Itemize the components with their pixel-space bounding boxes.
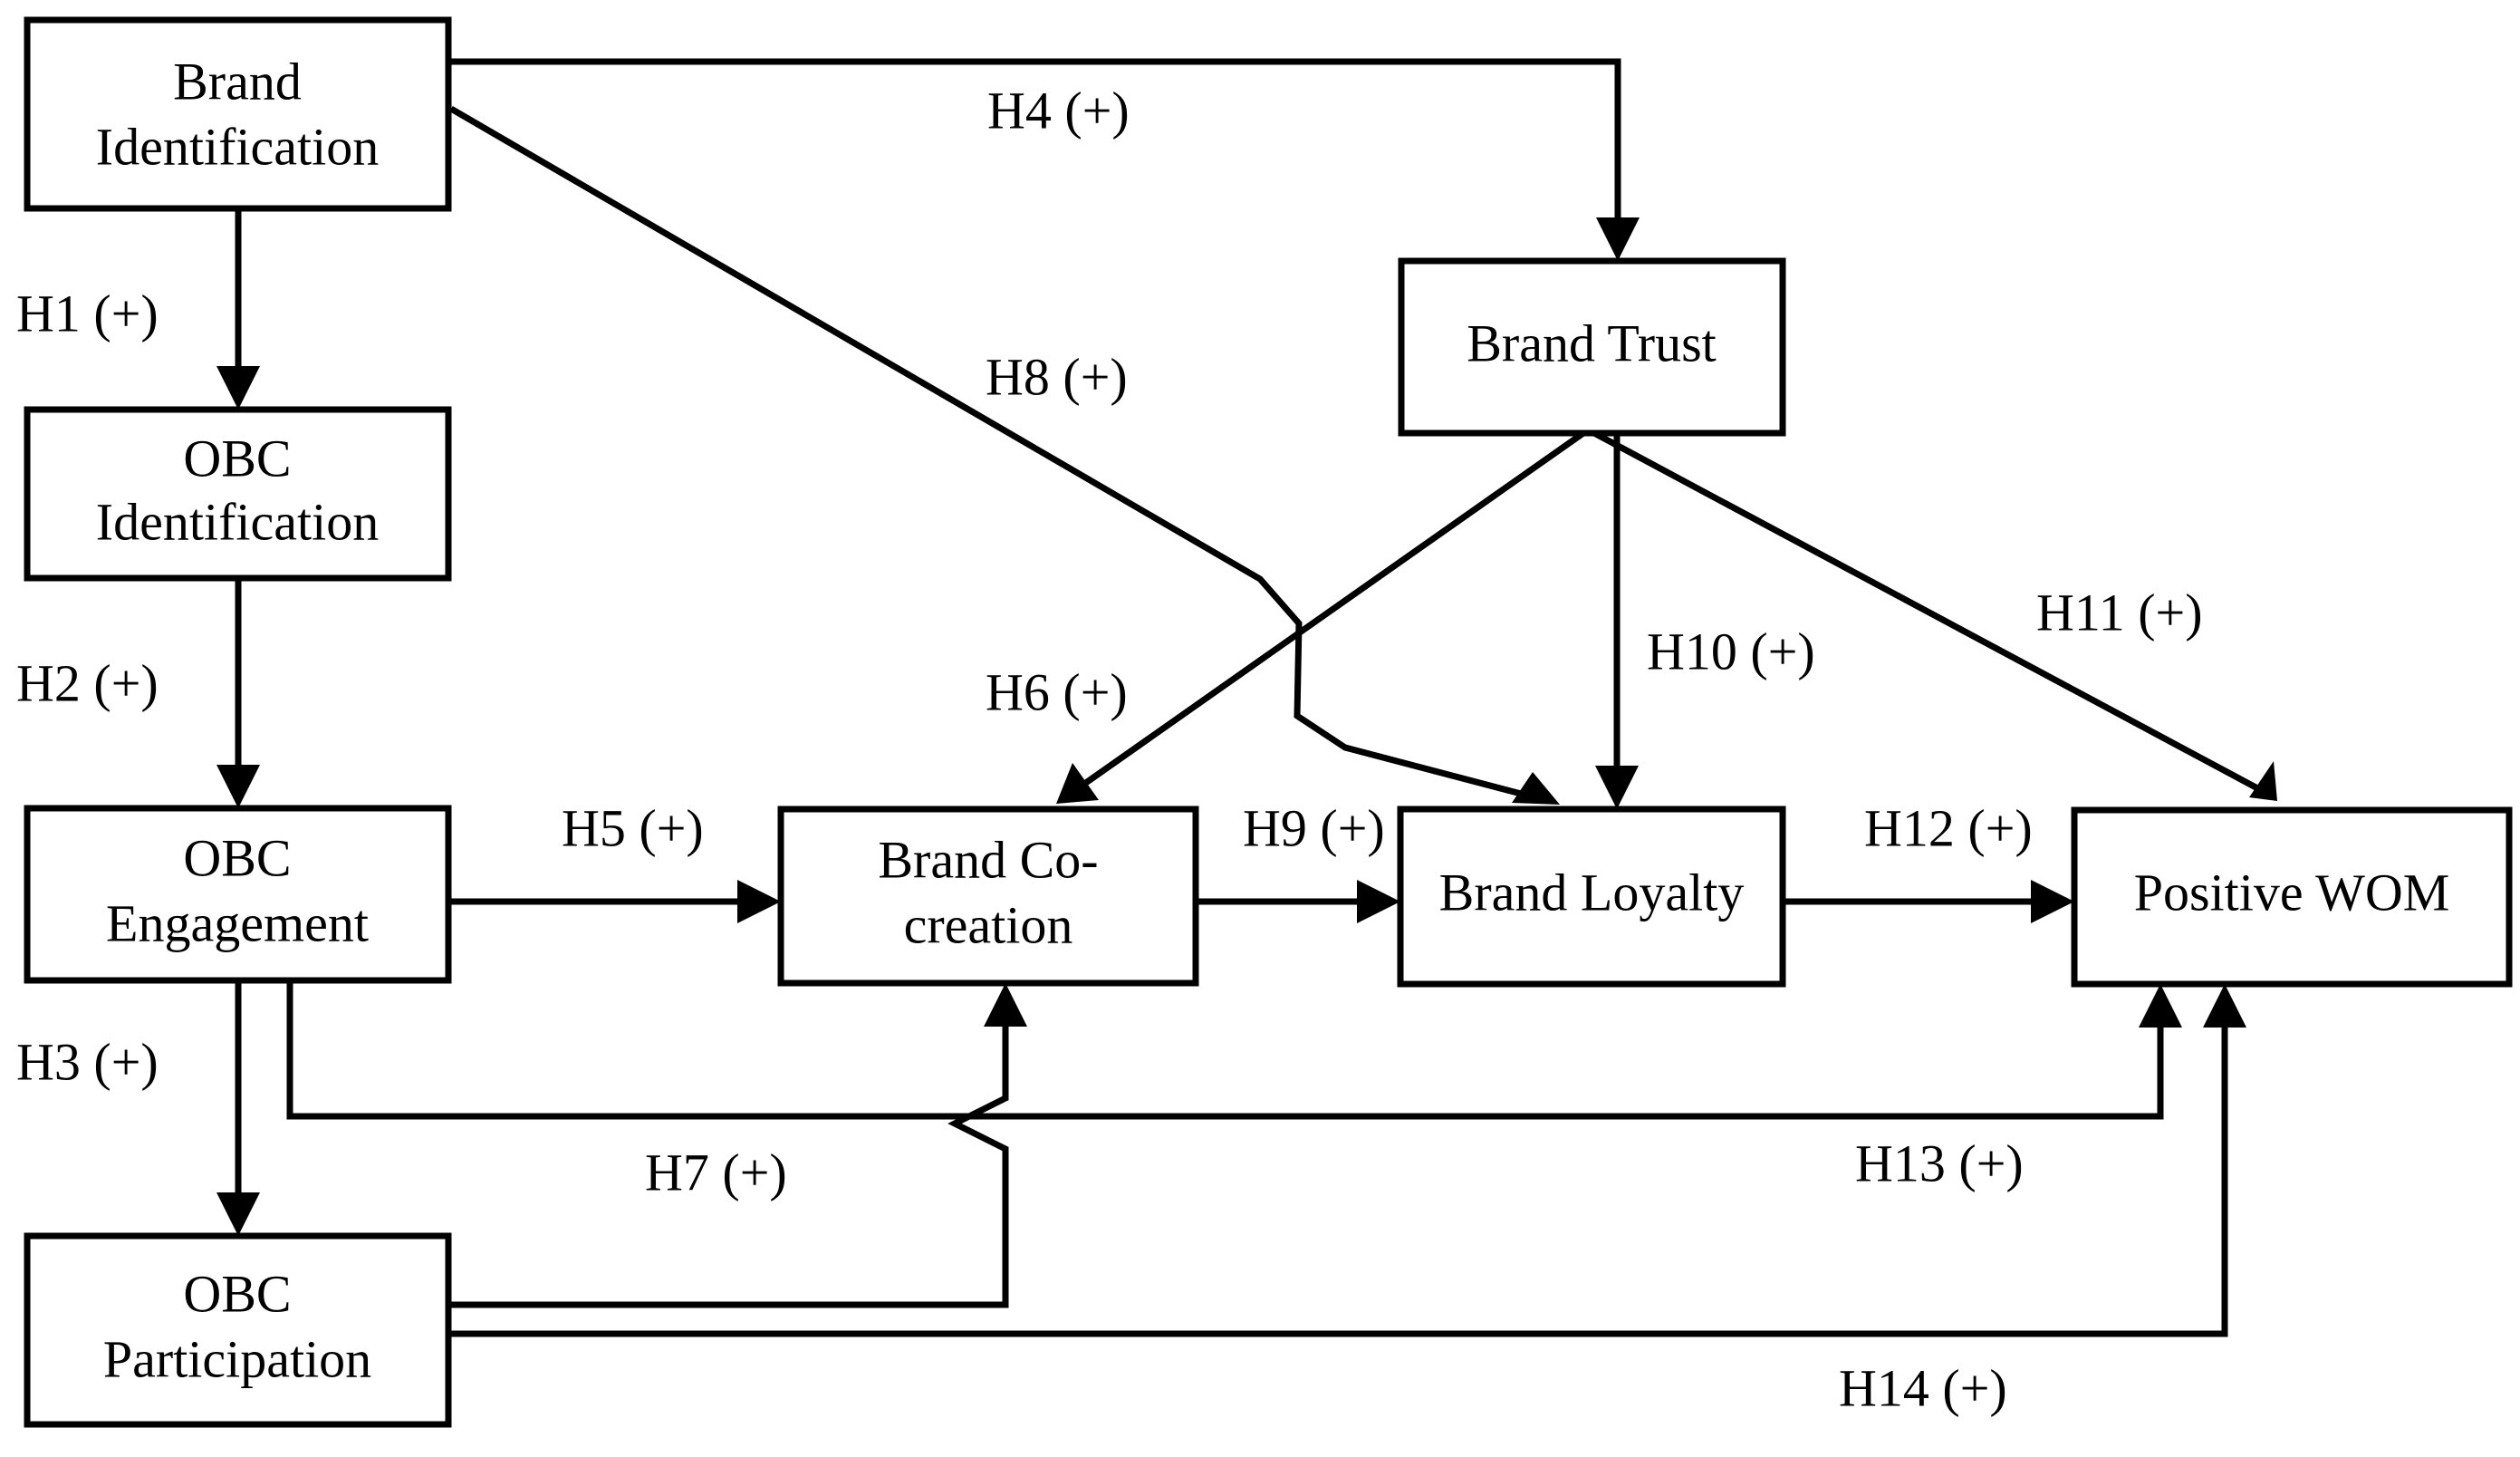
- edge-label-h14: H14 (+): [1839, 1358, 2007, 1417]
- node-obc-identification-box[interactable]: [24, 406, 452, 582]
- node-obc-engagement-label-line2: Engagement: [106, 893, 369, 952]
- edge-h2: [216, 578, 260, 808]
- node-brand-identification[interactable]: Brand Identification: [24, 16, 452, 212]
- node-brand-trust[interactable]: Brand Trust: [1398, 257, 1786, 437]
- edge-h7-line: [448, 1019, 1009, 1308]
- edge-h13-line: [286, 980, 2164, 1120]
- edge-h11: [1592, 429, 2277, 801]
- edge-h14: [448, 984, 2246, 1337]
- edge-label-h5: H5 (+): [562, 798, 704, 857]
- edge-h6-arrowhead: [1056, 763, 1099, 804]
- edge-h9-arrowhead: [1357, 880, 1400, 923]
- edge-label-h2: H2 (+): [16, 653, 159, 712]
- edge-h11-line: [1592, 429, 2263, 794]
- edge-h3-arrowhead: [216, 1192, 260, 1236]
- node-brand-cocreation[interactable]: Brand Co- creation: [777, 806, 1199, 987]
- node-obc-identification-label-line2: Identification: [96, 492, 379, 551]
- node-brand-cocreation-box[interactable]: [777, 806, 1199, 987]
- node-obc-participation-label-line1: OBC: [183, 1264, 291, 1323]
- node-brand-trust-label: Brand Trust: [1467, 314, 1717, 372]
- edge-h6-line: [1069, 430, 1586, 796]
- edge-label-h4: H4 (+): [987, 81, 1130, 140]
- edge-h4-arrowhead: [1596, 217, 1640, 261]
- node-obc-participation[interactable]: OBC Participation: [24, 1232, 452, 1428]
- node-brand-identification-label-line1: Brand: [173, 52, 302, 111]
- edge-h7: [448, 983, 1027, 1308]
- edge-label-h10: H10 (+): [1647, 622, 1815, 680]
- edge-label-h11: H11 (+): [2036, 583, 2203, 642]
- node-positive-wom-label: Positive WOM: [2134, 863, 2450, 921]
- node-obc-identification-label-line1: OBC: [183, 429, 291, 487]
- edge-h4: [448, 58, 1640, 261]
- node-brand-loyalty[interactable]: Brand Loyalty: [1397, 806, 1786, 988]
- edge-h8-line: [449, 105, 1543, 803]
- edge-h4-line: [448, 58, 1621, 243]
- node-brand-cocreation-label-line2: creation: [904, 895, 1073, 954]
- edge-h5-arrowhead: [737, 880, 781, 923]
- edge-h13: [286, 980, 2182, 1120]
- node-obc-participation-box[interactable]: [24, 1232, 452, 1428]
- edge-h5: [448, 880, 781, 923]
- edge-h6: [1056, 430, 1586, 804]
- edge-h8: [449, 105, 1560, 805]
- edge-h14-arrowhead: [2203, 984, 2246, 1028]
- edge-h10: [1595, 433, 1639, 809]
- edge-label-h9: H9 (+): [1243, 798, 1385, 857]
- edge-h12-arrowhead: [2031, 880, 2074, 923]
- node-obc-identification[interactable]: OBC Identification: [24, 406, 452, 582]
- edge-label-h8: H8 (+): [986, 347, 1128, 406]
- node-obc-engagement-label-line1: OBC: [183, 828, 291, 887]
- edge-h11-arrowhead: [2249, 761, 2277, 801]
- node-brand-cocreation-label-line1: Brand Co-: [878, 830, 1098, 889]
- edge-h1: [216, 208, 260, 410]
- edge-label-h7: H7 (+): [645, 1143, 787, 1201]
- node-brand-identification-label-line2: Identification: [96, 117, 379, 176]
- node-brand-loyalty-label: Brand Loyalty: [1439, 863, 1745, 921]
- node-obc-engagement-box[interactable]: [24, 805, 452, 984]
- edge-h13-arrowhead: [2139, 984, 2182, 1028]
- edge-label-h12: H12 (+): [1864, 798, 2033, 857]
- edge-h14-line: [448, 1020, 2228, 1337]
- edge-label-h3: H3 (+): [16, 1032, 159, 1091]
- edge-h1-arrowhead: [216, 366, 260, 410]
- edge-h9: [1196, 880, 1400, 923]
- node-obc-participation-label-line2: Participation: [103, 1329, 371, 1388]
- edge-h12: [1783, 880, 2074, 923]
- edge-h7-arrowhead: [984, 983, 1027, 1027]
- edge-h2-arrowhead: [216, 765, 260, 808]
- node-brand-identification-box[interactable]: [24, 16, 452, 212]
- edge-h10-arrowhead: [1595, 766, 1639, 809]
- node-positive-wom-box[interactable]: [2071, 806, 2513, 988]
- edge-h3: [216, 980, 260, 1236]
- node-brand-trust-box[interactable]: [1398, 257, 1786, 437]
- edge-label-h13: H13 (+): [1855, 1134, 2024, 1192]
- node-obc-engagement[interactable]: OBC Engagement: [24, 805, 452, 984]
- node-brand-loyalty-box[interactable]: [1397, 806, 1786, 988]
- edge-h8-arrowhead: [1512, 772, 1560, 805]
- node-positive-wom[interactable]: Positive WOM: [2071, 806, 2513, 988]
- edge-label-h6: H6 (+): [986, 662, 1128, 721]
- edge-label-h1: H1 (+): [16, 284, 159, 343]
